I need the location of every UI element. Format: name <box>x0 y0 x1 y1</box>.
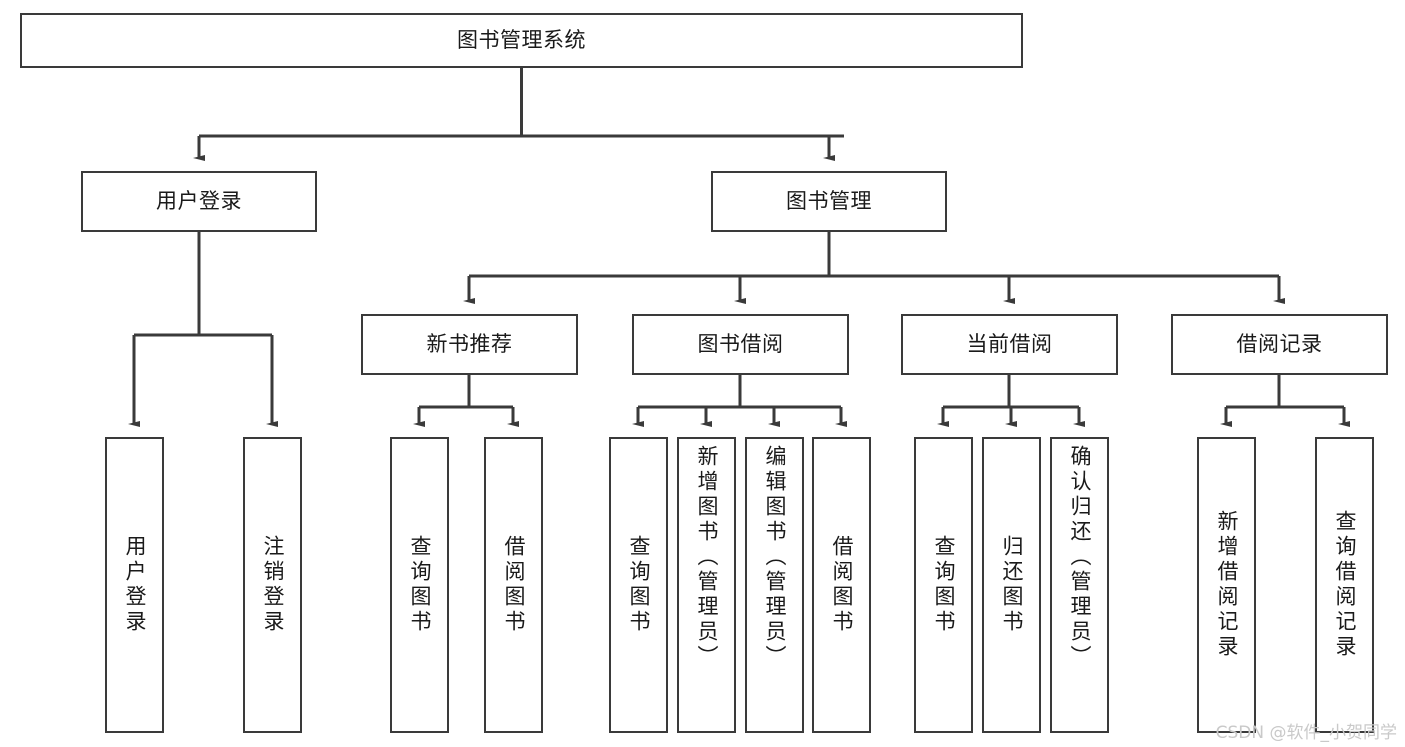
node-leaf-add-book[interactable]: 新增图书（管理员） <box>677 437 736 733</box>
node-leaf-query-book-2[interactable]: 查询图书 <box>609 437 668 733</box>
node-book-manage-label: 图书管理 <box>786 189 872 214</box>
node-leaf-edit-book-label: 编辑图书（管理员） <box>763 445 787 670</box>
node-leaf-return-book-label: 归还图书 <box>1000 535 1024 635</box>
node-user-login[interactable]: 用户登录 <box>81 171 317 232</box>
node-leaf-edit-book[interactable]: 编辑图书（管理员） <box>745 437 804 733</box>
node-leaf-logout[interactable]: 注销登录 <box>243 437 302 733</box>
node-leaf-query-book-2-label: 查询图书 <box>627 535 651 635</box>
node-leaf-return-book[interactable]: 归还图书 <box>982 437 1041 733</box>
node-leaf-logout-label: 注销登录 <box>261 535 285 635</box>
watermark: CSDN @软件_小贺同学 <box>1215 723 1397 743</box>
node-leaf-confirm-return[interactable]: 确认归还（管理员） <box>1050 437 1109 733</box>
node-new-book-rec-label: 新书推荐 <box>426 332 513 357</box>
node-leaf-query-book-3-label: 查询图书 <box>932 535 956 635</box>
node-leaf-borrow-book-2[interactable]: 借阅图书 <box>812 437 871 733</box>
node-leaf-add-record[interactable]: 新增借阅记录 <box>1197 437 1256 733</box>
node-leaf-user-login[interactable]: 用户登录 <box>105 437 164 733</box>
node-root[interactable]: 图书管理系统 <box>20 13 1023 68</box>
node-leaf-confirm-return-label: 确认归还（管理员） <box>1068 445 1092 670</box>
node-borrow-record-label: 借阅记录 <box>1236 332 1323 357</box>
node-borrow-record[interactable]: 借阅记录 <box>1171 314 1388 375</box>
node-book-manage[interactable]: 图书管理 <box>711 171 947 232</box>
node-leaf-query-record-label: 查询借阅记录 <box>1333 510 1357 660</box>
node-leaf-borrow-book-2-label: 借阅图书 <box>830 535 854 635</box>
node-leaf-borrow-book-1-label: 借阅图书 <box>502 535 526 635</box>
node-current-borrow-label: 当前借阅 <box>966 332 1053 357</box>
node-leaf-borrow-book-1[interactable]: 借阅图书 <box>484 437 543 733</box>
node-book-borrow-label: 图书借阅 <box>697 332 784 357</box>
node-leaf-user-login-label: 用户登录 <box>123 535 147 635</box>
node-new-book-rec[interactable]: 新书推荐 <box>361 314 578 375</box>
node-leaf-query-book-1[interactable]: 查询图书 <box>390 437 449 733</box>
node-leaf-query-book-1-label: 查询图书 <box>408 535 432 635</box>
node-book-borrow[interactable]: 图书借阅 <box>632 314 849 375</box>
node-leaf-query-book-3[interactable]: 查询图书 <box>914 437 973 733</box>
node-leaf-add-record-label: 新增借阅记录 <box>1215 510 1239 660</box>
node-leaf-add-book-label: 新增图书（管理员） <box>695 445 719 670</box>
node-user-login-label: 用户登录 <box>156 189 242 214</box>
connector-lines <box>128 68 1350 427</box>
node-leaf-query-record[interactable]: 查询借阅记录 <box>1315 437 1374 733</box>
node-current-borrow[interactable]: 当前借阅 <box>901 314 1118 375</box>
node-root-label: 图书管理系统 <box>457 28 586 53</box>
